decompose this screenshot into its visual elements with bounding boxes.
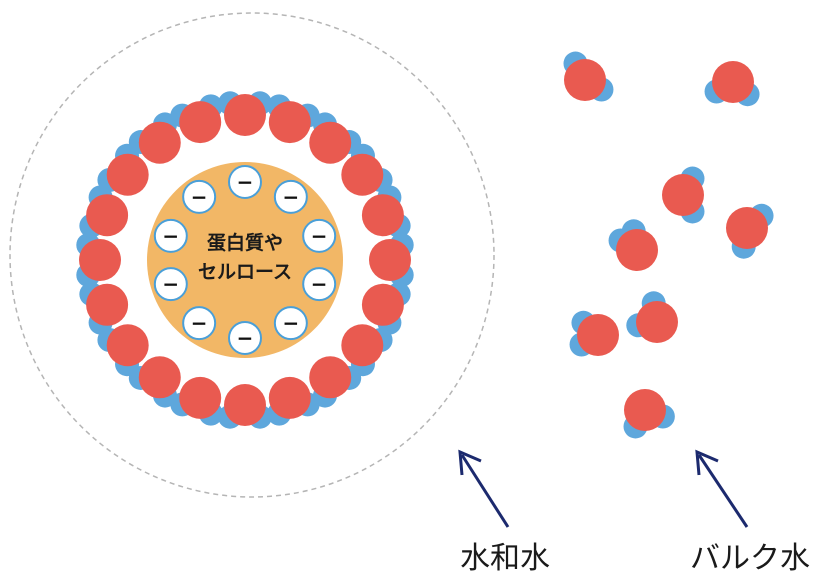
svg-text:−: − — [191, 311, 208, 335]
oxygen-atom — [624, 389, 666, 431]
bulk-water-molecule — [569, 310, 619, 357]
hydration-water-molecule — [341, 324, 393, 377]
negative-charges: −−−−−−−−−− — [153, 165, 337, 355]
oxygen-atom — [106, 153, 149, 196]
svg-text:−: − — [191, 185, 208, 209]
hydration-water-arrow — [458, 449, 510, 528]
oxygen-atom — [179, 376, 222, 419]
svg-text:−: − — [162, 224, 179, 248]
bulk-water-arrow — [695, 449, 749, 528]
oxygen-atom — [86, 194, 129, 237]
oxygen-atom — [138, 121, 181, 164]
oxygen-atom — [341, 324, 384, 367]
negative-charge: − — [302, 267, 337, 302]
oxygen-atom — [86, 283, 129, 326]
hydration-water-molecule — [76, 233, 121, 287]
hydration-water-molecule — [128, 356, 181, 408]
negative-charge: − — [273, 306, 308, 341]
hydration-water-molecule — [341, 143, 393, 196]
negative-charge: − — [153, 218, 188, 253]
svg-text:−: − — [237, 170, 254, 194]
hydration-water-molecule — [309, 112, 362, 164]
oxygen-atom — [309, 121, 352, 164]
hydration-water-molecule — [170, 94, 223, 144]
hydration-shell-boundary — [9, 12, 495, 498]
bulk-water-molecule — [704, 61, 760, 107]
hydration-water-molecule — [361, 185, 411, 238]
hydration-water-molecule — [369, 233, 414, 287]
oxygen-atom — [361, 283, 404, 326]
oxygen-atom — [268, 376, 311, 419]
svg-text:−: − — [282, 185, 299, 209]
oxygen-atom — [636, 301, 678, 343]
negative-charge: − — [182, 306, 217, 341]
oxygen-atom — [138, 356, 181, 399]
oxygen-atom — [179, 101, 222, 144]
oxygen-atom — [577, 314, 619, 356]
core-label-line1: 蛋白質や — [207, 231, 283, 254]
negative-charge: − — [228, 321, 262, 355]
negative-charge: − — [153, 267, 188, 302]
hydration-water-molecule — [79, 282, 129, 335]
bulk-water-molecule — [608, 219, 658, 271]
hydration-water-molecule — [218, 384, 272, 429]
bulk-water-label: バルク水 — [690, 541, 810, 576]
bulk-water-molecule — [623, 389, 675, 439]
oxygen-atom — [309, 356, 352, 399]
bulk-water-molecule — [662, 166, 705, 224]
hydration-water-molecule — [218, 91, 272, 136]
negative-charge: − — [302, 218, 337, 253]
oxygen-atom — [564, 59, 606, 101]
bulk-water-molecule — [563, 51, 614, 102]
svg-text:−: − — [311, 272, 328, 296]
oxygen-atom — [79, 239, 121, 281]
bulk-water-molecule — [626, 291, 678, 343]
oxygen-atom — [662, 174, 704, 216]
oxygen-atom — [106, 324, 149, 367]
core-label-line2: セルロース — [198, 261, 292, 283]
oxygen-atom — [341, 153, 384, 196]
oxygen-atom — [224, 384, 266, 426]
negative-charge: − — [273, 179, 308, 214]
oxygen-atom — [369, 239, 411, 281]
negative-charge: − — [228, 165, 262, 199]
oxygen-atom — [224, 94, 266, 136]
svg-text:−: − — [282, 311, 299, 335]
oxygen-atom — [726, 207, 768, 249]
svg-text:−: − — [162, 272, 179, 296]
svg-text:−: − — [311, 224, 328, 248]
hydration-water-molecule — [97, 324, 149, 377]
hydration-water-label: 水和水 — [460, 541, 550, 576]
hydration-water-molecules — [76, 91, 414, 429]
oxygen-atom — [712, 61, 754, 103]
oxygen-atom — [616, 229, 658, 271]
bulk-water-molecules — [563, 51, 774, 439]
bulk-water-molecule — [726, 203, 774, 259]
negative-charge: − — [182, 179, 217, 214]
hydration-water-molecule — [267, 376, 320, 426]
oxygen-atom — [268, 101, 311, 144]
oxygen-atom — [361, 194, 404, 237]
svg-text:−: − — [237, 326, 254, 350]
